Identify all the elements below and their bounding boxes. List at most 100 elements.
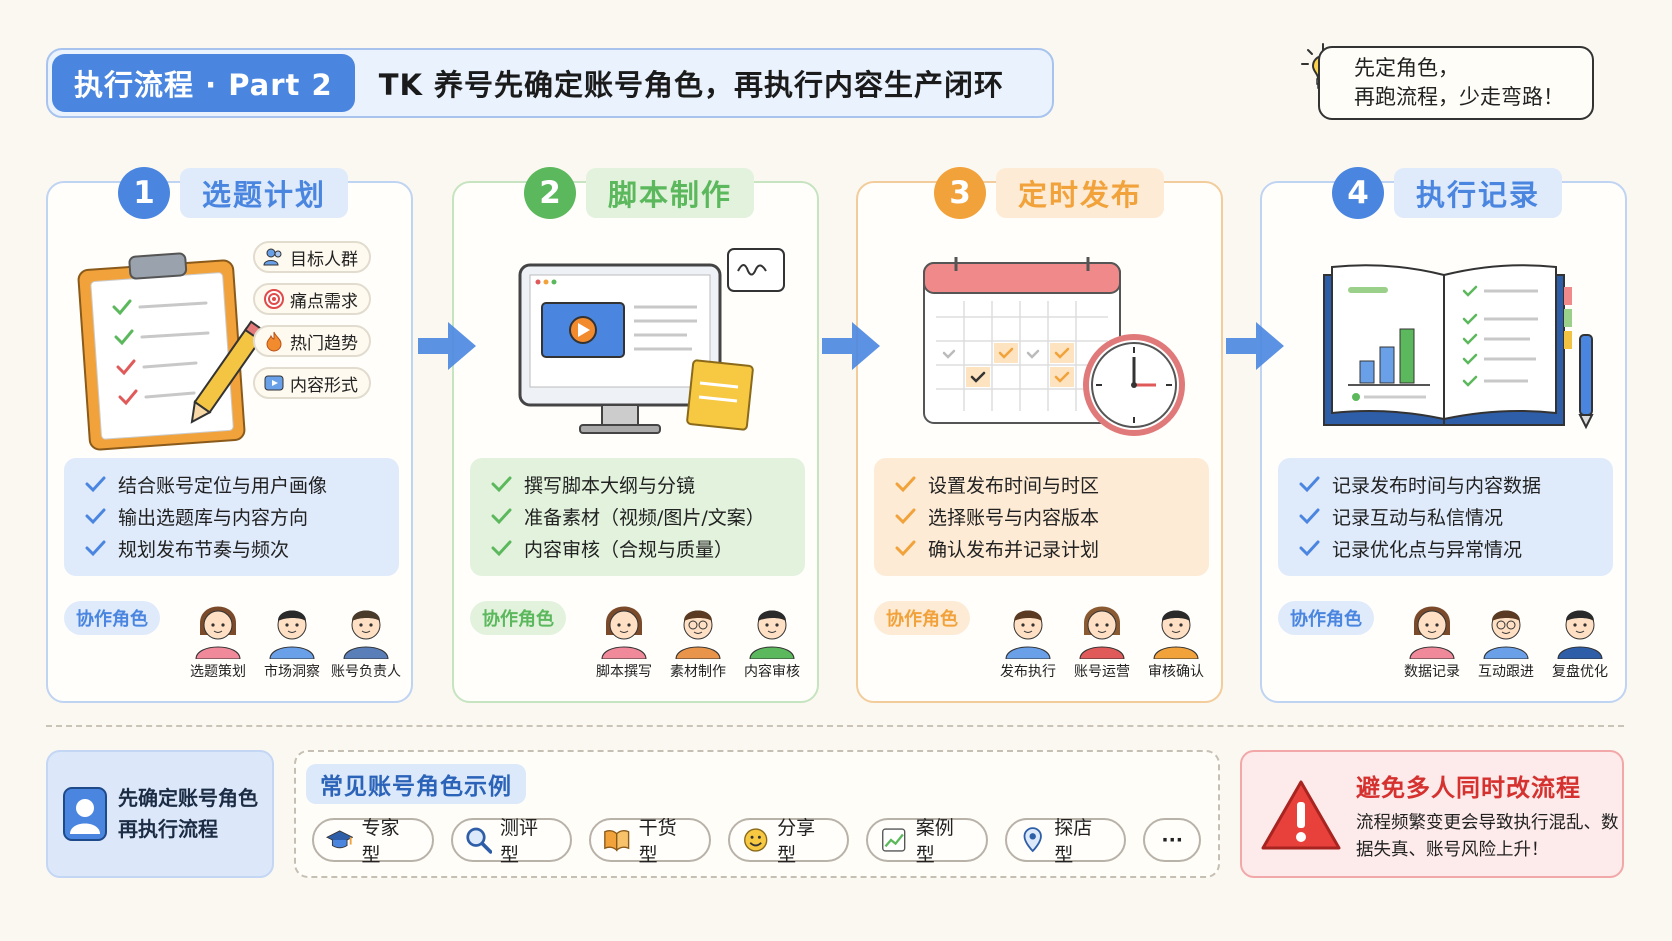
warning-box: 避免多人同时改流程 流程频繁变更会导致执行混乱、数据失真、账号风险上升！: [1240, 750, 1624, 878]
avatar-female-icon: [1079, 606, 1125, 659]
check-icon: [1299, 540, 1320, 557]
role-avatar: 互动跟进: [1469, 593, 1543, 681]
task-item: 确认发布并记录计划: [894, 532, 1209, 564]
warning-title: 避免多人同时改流程: [1356, 774, 1581, 802]
role-avatars: 脚本撰写 素材制作 内容审核: [587, 593, 809, 681]
task-item: 选择账号与内容版本: [894, 500, 1209, 532]
people-icon: [263, 248, 282, 266]
arrow-right-icon: [418, 322, 476, 370]
avatar-male-icon: [749, 610, 795, 659]
avatar-female-icon: [601, 606, 647, 659]
arrow-right-icon: [1226, 322, 1284, 370]
role-examples-panel: 常见账号角色示例 专家型 测评型 干货型 分享型 案例型 探店型 ···: [294, 750, 1220, 878]
check-icon: [85, 476, 106, 493]
roles-label: 协作角色: [470, 601, 566, 635]
warning-description: 流程频繁变更会导致执行混乱、数据失真、账号风险上升！: [1356, 813, 1619, 860]
task-item: 设置发布时间与时区: [894, 468, 1209, 500]
chip-case[interactable]: 案例型: [866, 817, 988, 866]
task-item: 内容审核（合规与质量）: [490, 532, 805, 564]
notebook-illustration: [1323, 264, 1594, 430]
chip-review[interactable]: 测评型: [450, 817, 573, 866]
topic-tags: 目标人群 痛点需求 热门趋势 内容形式: [253, 241, 371, 399]
tip-line-1: 先定角色，: [1354, 56, 1459, 80]
task-item: 记录优化点与异常情况: [1298, 532, 1613, 564]
step-card-3: 3 定时发布 设置发布时间与时区 选择账号与内容版本 确认发布并记录计划 协作角…: [856, 167, 1223, 703]
task-list: 撰写脚本大纲与分镜 准备素材（视频/图片/文案） 内容审核（合规与质量）: [470, 458, 805, 576]
role-avatar: 市场洞察: [255, 593, 329, 681]
role-avatar: 发布执行: [991, 593, 1065, 681]
check-icon: [895, 476, 916, 493]
chip-knowledge[interactable]: 干货型: [589, 817, 711, 866]
step-number: 3: [934, 167, 986, 219]
role-avatars: 发布执行 账号运营 审核确认: [991, 593, 1213, 681]
task-item: 结合账号定位与用户画像: [84, 468, 399, 500]
check-icon: [85, 540, 106, 557]
role-first-box: 先确定账号角色 再执行流程: [46, 750, 274, 878]
check-icon: [491, 508, 512, 525]
step-number: 1: [118, 167, 170, 219]
check-icon: [491, 476, 512, 493]
header-pill: 执行流程 · Part 2: [52, 54, 355, 112]
monitor-illustration: [518, 248, 785, 434]
header-bar: 执行流程 · Part 2 TK 养号先确定账号角色，再执行内容生产闭环: [46, 48, 1054, 118]
avatar-female-icon: [1409, 606, 1455, 659]
role-avatars: 选题策划 市场洞察 账号负责人: [181, 593, 403, 681]
section-divider: [46, 725, 1624, 727]
role-avatar: 审核确认: [1139, 593, 1213, 681]
location-pin-icon: [1023, 827, 1042, 853]
target-icon: [264, 289, 284, 309]
warning-icon: [1261, 780, 1341, 850]
video-play-icon: [264, 375, 284, 391]
chip-share[interactable]: 分享型: [727, 817, 850, 866]
tag-trending: 热门趋势: [253, 325, 371, 357]
step-card-4: 4 执行记录 记录发布时间与内容数据 记录互动与私信情况 记录优化点与异常情况 …: [1260, 167, 1627, 703]
step-card-1: 1 选题计划 目标人群 痛点需求 热门趋势: [46, 167, 413, 703]
role-avatar: 选题策划: [181, 593, 255, 681]
role-chips: 专家型 测评型 干货型 分享型 案例型 探店型 ···: [312, 817, 1218, 866]
step-title: 定时发布: [996, 168, 1165, 218]
task-item: 记录发布时间与内容数据: [1298, 468, 1613, 500]
step-number: 2: [524, 167, 576, 219]
chip-store-visit[interactable]: 探店型: [1004, 817, 1127, 866]
step-title: 脚本制作: [586, 168, 755, 218]
role-avatar: 账号负责人: [329, 593, 403, 681]
check-icon: [895, 508, 916, 525]
task-item: 记录互动与私信情况: [1298, 500, 1613, 532]
role-avatar: 数据记录: [1395, 593, 1469, 681]
role-avatars: 数据记录 互动跟进 复盘优化: [1395, 593, 1617, 681]
header-title: TK 养号先确定账号角色，再执行内容生产闭环: [378, 68, 1005, 102]
step-title: 选题计划: [180, 168, 349, 218]
tip-box: 先定角色， 再跑流程，少走弯路！: [1318, 46, 1594, 120]
step-title: 执行记录: [1394, 168, 1563, 218]
avatar-male-icon: [343, 610, 389, 659]
task-item: 准备素材（视频/图片/文案）: [490, 500, 805, 532]
tag-pain-points: 痛点需求: [253, 283, 371, 315]
tip-line-2: 再跑流程，少走弯路！: [1354, 85, 1564, 109]
avatar-male-icon: [269, 610, 315, 659]
roles-label: 协作角色: [874, 601, 970, 635]
role-avatar: 脚本撰写: [587, 593, 661, 681]
task-list: 设置发布时间与时区 选择账号与内容版本 确认发布并记录计划: [874, 458, 1209, 576]
role-avatar: 素材制作: [661, 593, 735, 681]
step-number: 4: [1332, 167, 1384, 219]
book-icon: [604, 830, 630, 852]
check-icon: [85, 508, 106, 525]
avatar-female-icon: [195, 606, 241, 659]
graduation-cap-icon: [326, 830, 354, 849]
task-item: 规划发布节奏与频次: [84, 532, 399, 564]
role-avatar: 账号运营: [1065, 593, 1139, 681]
avatar-male-icon: [1153, 610, 1199, 659]
chip-expert[interactable]: 专家型: [312, 817, 434, 866]
fire-icon: [266, 331, 282, 352]
smile-icon: [743, 828, 768, 852]
role-first-text: 先确定账号角色 再执行流程: [118, 786, 258, 841]
check-icon: [1299, 508, 1320, 525]
task-list: 结合账号定位与用户画像 输出选题库与内容方向 规划发布节奏与频次: [64, 458, 399, 576]
more-button[interactable]: ···: [1143, 818, 1202, 862]
role-avatar: 复盘优化: [1543, 593, 1617, 681]
roles-label: 协作角色: [1278, 601, 1374, 635]
calendar-clock-illustration: [923, 257, 1185, 436]
task-item: 撰写脚本大纲与分镜: [490, 468, 805, 500]
check-icon: [1299, 476, 1320, 493]
check-icon: [491, 540, 512, 557]
